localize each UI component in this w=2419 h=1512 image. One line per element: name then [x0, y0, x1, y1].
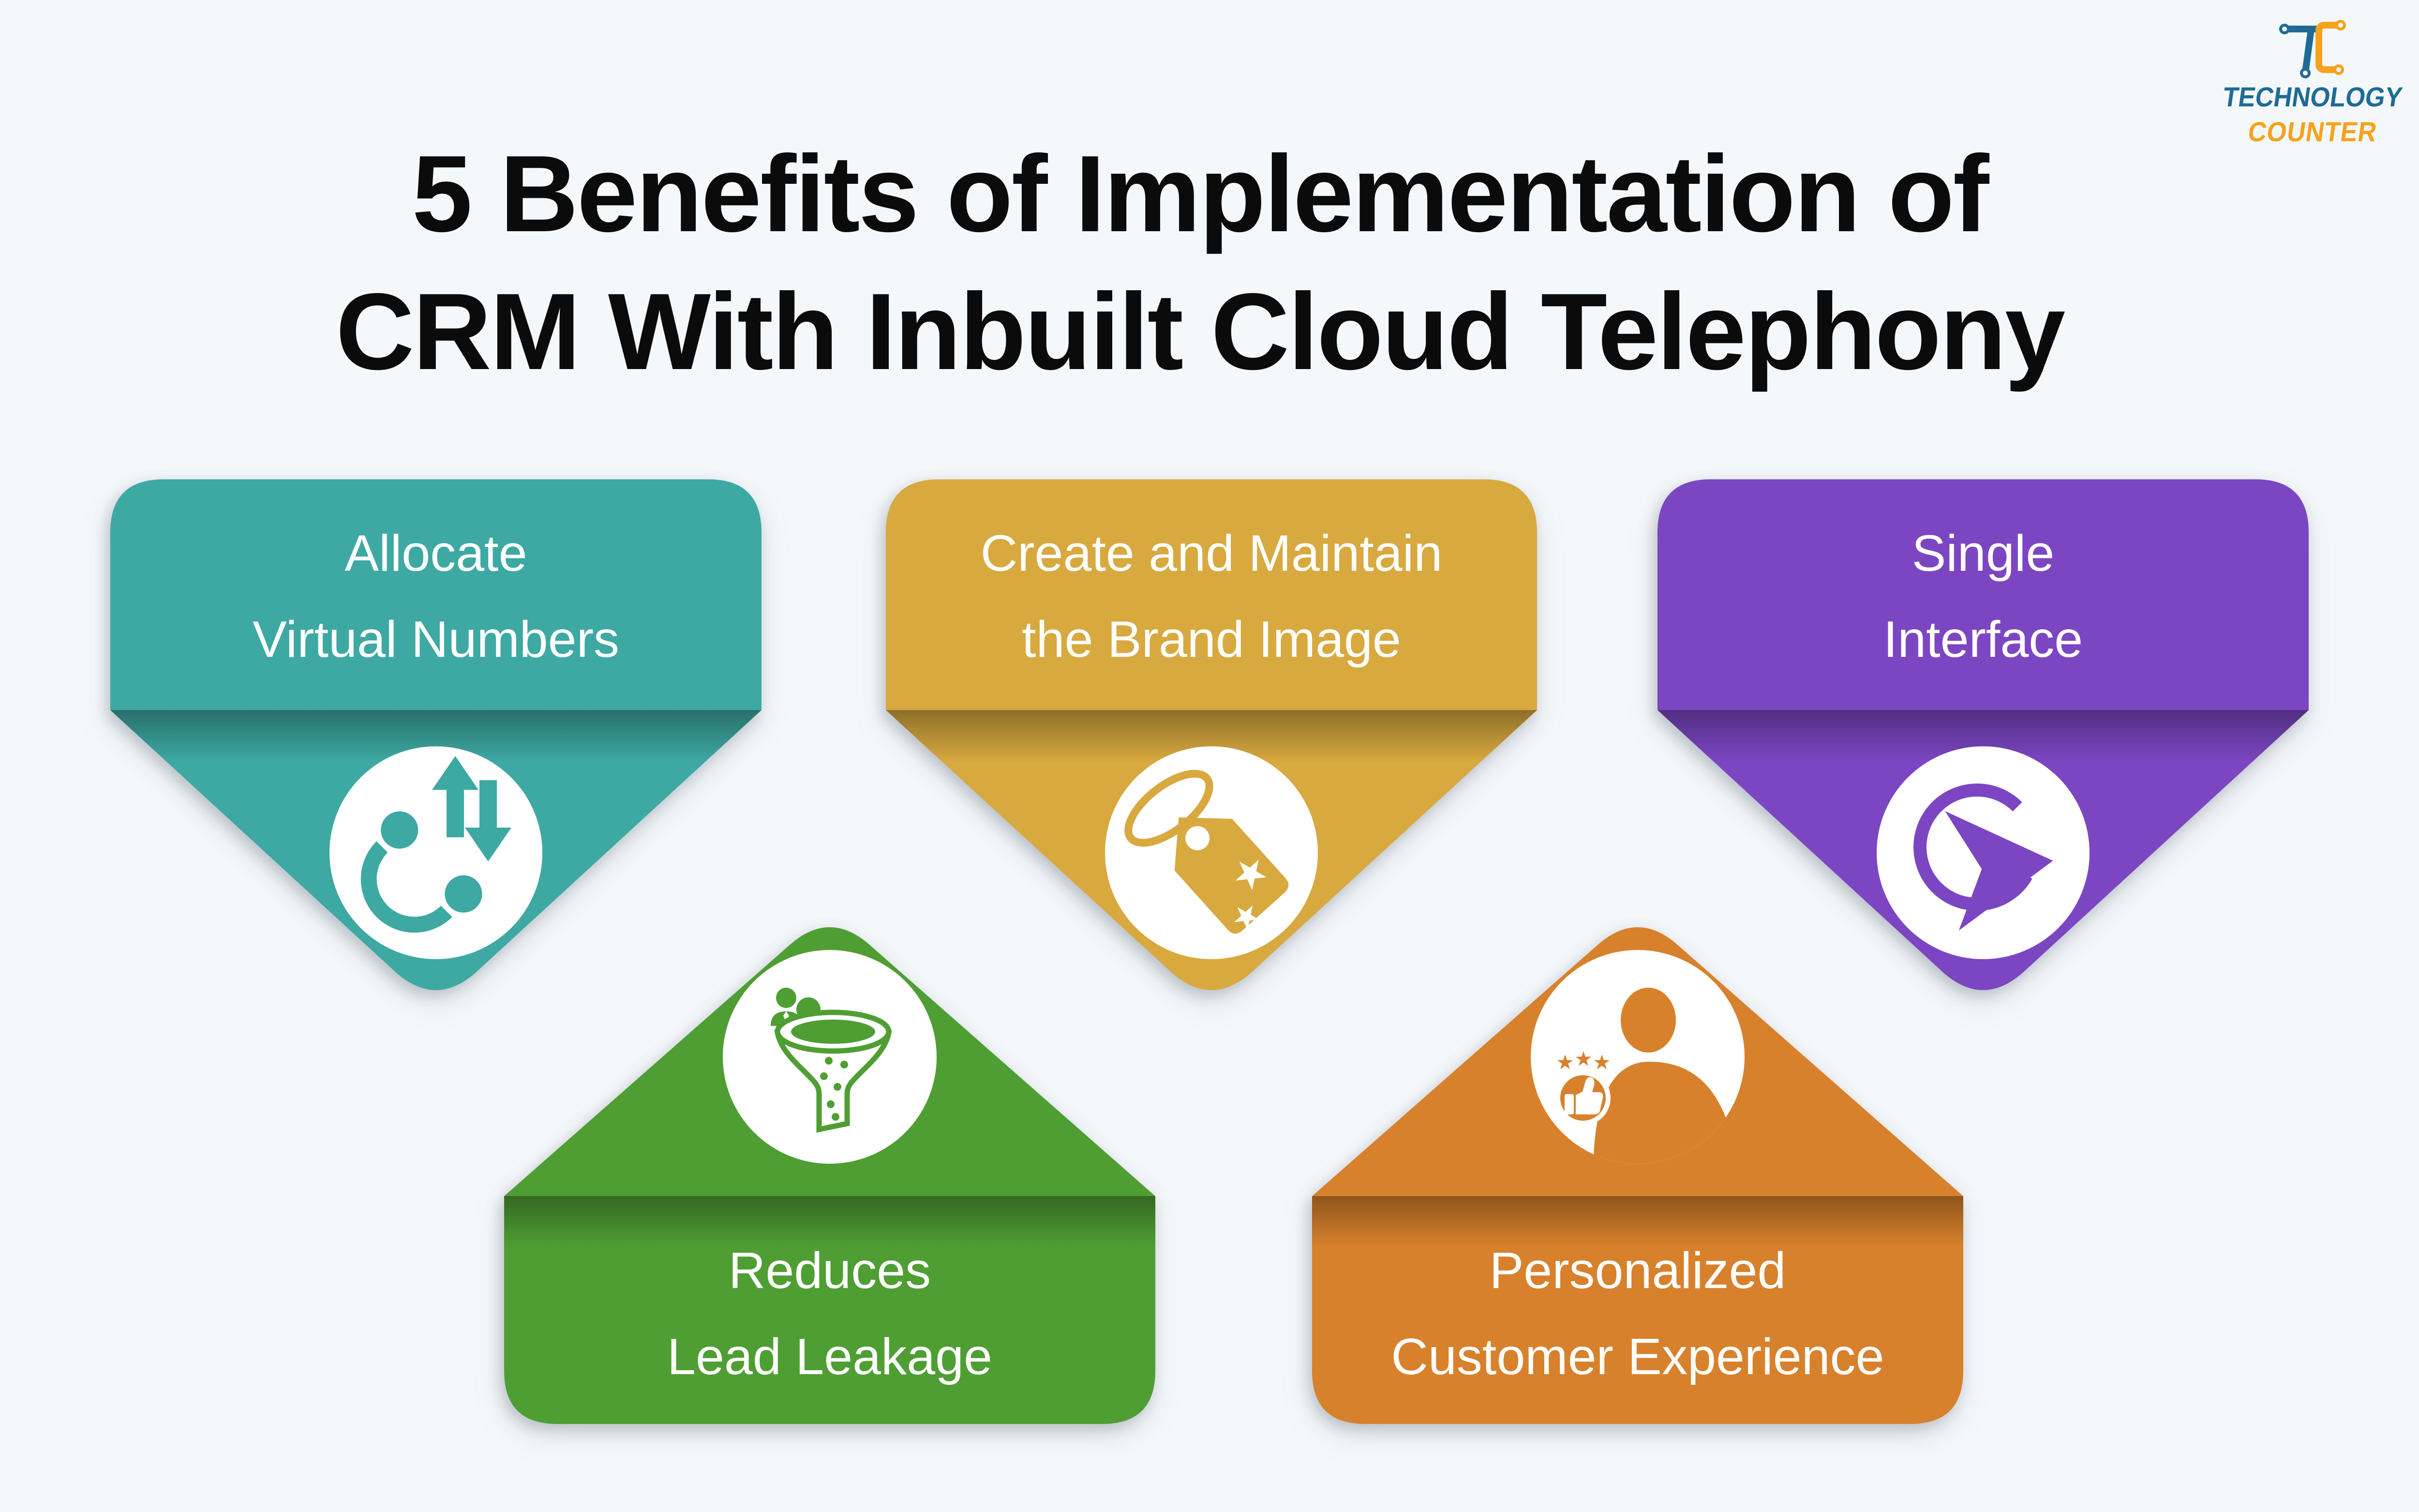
card-label-line1: Single — [1911, 525, 2055, 582]
benefit-card-allocate-virtual-numbers: Allocate Virtual Numbers — [110, 479, 762, 1021]
card-label: Reduces Lead Leakage — [504, 1228, 1155, 1400]
down-arrow — [465, 780, 511, 861]
card-shape-orange — [1312, 927, 1963, 1424]
technology-counter-logo: TECHNOLOGY COUNTER — [2211, 15, 2414, 148]
thumbs-up-icon — [1565, 1077, 1603, 1114]
up-arrow — [432, 756, 478, 837]
star-icon — [1575, 1051, 1592, 1066]
funnel-opening — [791, 1020, 875, 1044]
card-label-line1: Reduces — [728, 1242, 931, 1299]
card-label-line2: Virtual Numbers — [253, 611, 619, 668]
cursor-arrow — [1945, 811, 2053, 931]
card-shape-yellow — [886, 479, 1537, 990]
benefit-card-reduces-lead-leakage: Reduces Lead Leakage — [504, 922, 1155, 1435]
card-label-line1: Personalized — [1489, 1242, 1786, 1299]
page-title-line2: CRM With Inbuilt Cloud Telephony — [335, 270, 2065, 392]
benefit-card-brand-image: Create and Maintain the Brand Image — [886, 479, 1537, 1021]
page-title: 5 Benefits of Implementation of CRM With… — [0, 125, 2400, 400]
star-icon — [1594, 1054, 1610, 1069]
lead-funnel-people-icon — [771, 988, 892, 1133]
fold-shadow — [504, 1196, 1155, 1247]
benefit-card-single-interface: Single Interface — [1657, 479, 2309, 1021]
card-rect-shape — [110, 479, 762, 710]
node-dot — [2300, 68, 2311, 78]
card-shape-green — [504, 927, 1155, 1424]
node-dot — [2279, 24, 2290, 34]
fold-shadow — [1312, 1196, 1963, 1247]
tie — [783, 1011, 789, 1023]
node-dot — [2333, 64, 2344, 75]
price-tag-stars-icon — [1124, 770, 1289, 934]
tc-monogram-c — [2315, 22, 2341, 73]
page-title-line1: 5 Benefits of Implementation of — [412, 133, 1989, 254]
node-dot — [2335, 20, 2346, 30]
star-icon — [1234, 905, 1259, 930]
card-label-line2: Lead Leakage — [667, 1328, 992, 1385]
card-label-line2: Customer Experience — [1391, 1328, 1884, 1385]
rating-stars — [1557, 1051, 1610, 1069]
card-rect-shape — [1312, 1196, 1963, 1424]
star-icon — [1557, 1054, 1573, 1069]
phone-up-down-arrows-icon — [360, 756, 511, 933]
card-rect-shape — [886, 479, 1537, 710]
card-rect-shape — [504, 1196, 1155, 1424]
benefit-card-personalized-customer-experience: Personalized Customer Experience — [1312, 922, 1963, 1435]
logo-word-counter: COUNTER — [2246, 117, 2379, 148]
tag-hole — [1185, 826, 1210, 850]
card-label-line2: the Brand Image — [1022, 611, 1401, 668]
star-icon — [1235, 860, 1267, 890]
card-label: Single Interface — [1657, 510, 2309, 682]
card-shape-teal — [110, 479, 762, 990]
funnel-body — [774, 1030, 892, 1133]
card-label: Personalized Customer Experience — [1312, 1228, 1963, 1400]
cursor-click-circle-icon — [1913, 783, 2053, 931]
logo-word-technology: TECHNOLOGY — [2221, 82, 2404, 113]
tc-monogram-icon — [2279, 20, 2346, 78]
tag-body — [1174, 817, 1289, 934]
card-label-line2: Interface — [1883, 611, 2083, 668]
customer-head — [1614, 981, 1683, 1059]
card-label-line1: Create and Maintain — [980, 525, 1443, 582]
tc-monogram-t — [2285, 26, 2320, 72]
phone-handset — [360, 811, 482, 933]
funnel-drops — [820, 1057, 848, 1121]
card-shape-purple — [1657, 479, 2309, 990]
card-label-line1: Allocate — [344, 525, 527, 582]
card-label: Create and Maintain the Brand Image — [886, 510, 1537, 682]
card-label: Allocate Virtual Numbers — [110, 510, 762, 682]
card-rect-shape — [1657, 479, 2309, 710]
